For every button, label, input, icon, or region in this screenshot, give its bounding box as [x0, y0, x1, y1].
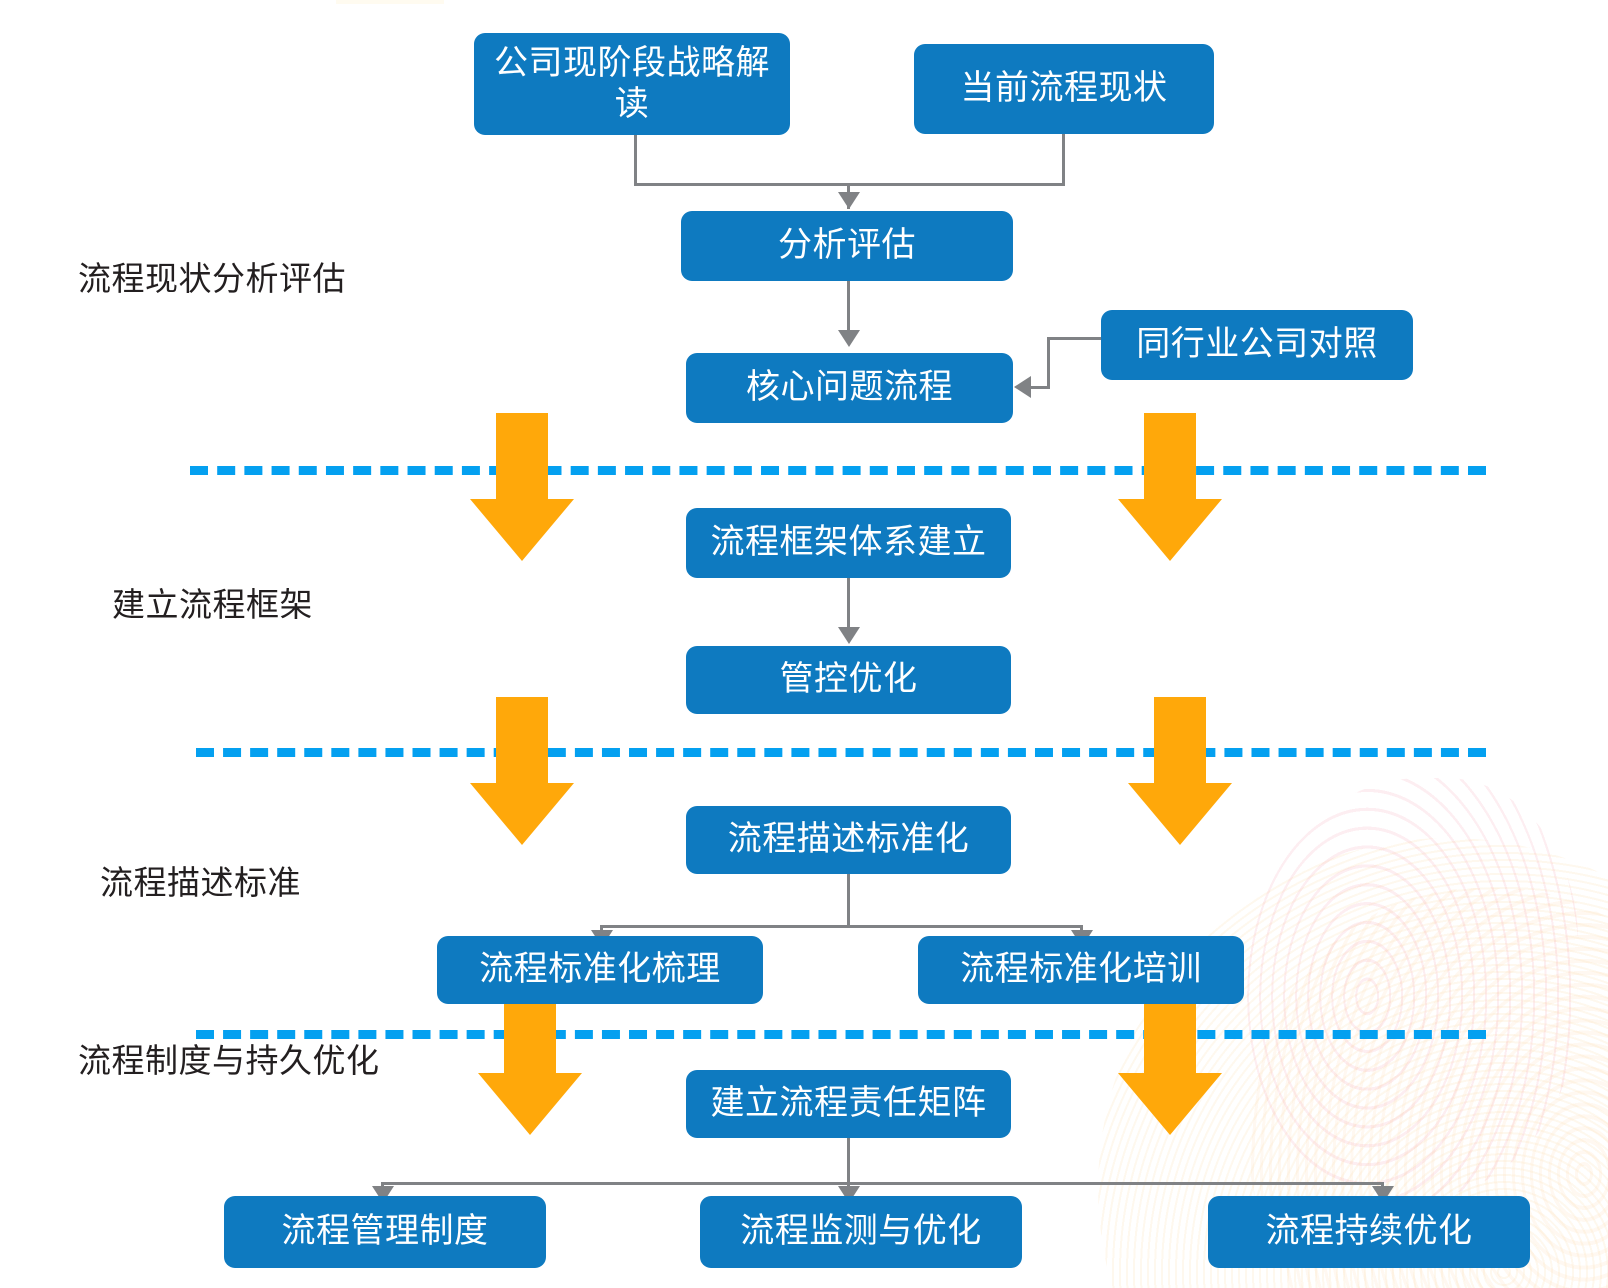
big-arrow-head — [470, 499, 574, 561]
big-arrow-left-1 — [470, 413, 574, 561]
big-arrow-left-2 — [470, 697, 574, 845]
big-arrow-head — [470, 783, 574, 845]
connector-framework-to-control — [847, 575, 850, 628]
big-arrow-shaft — [496, 413, 548, 501]
phase-label-current-state-analysis: 流程现状分析评估 — [78, 260, 346, 297]
decorative-top-strip — [336, 0, 444, 4]
connector-desc-standard-down — [847, 872, 850, 926]
big-arrow-shaft — [496, 697, 548, 785]
connector-strategy-down — [634, 133, 637, 185]
node-current-process[interactable]: 当前流程现状 — [914, 44, 1214, 134]
connector-peer-vertical — [1047, 337, 1050, 388]
section-divider-2 — [196, 748, 1486, 757]
big-arrow-right-3 — [1118, 987, 1222, 1135]
connector-desc-standard-split — [600, 925, 1083, 928]
phase-label-description-standard: 流程描述标准 — [100, 864, 301, 901]
arrowhead-to-analysis — [838, 192, 860, 209]
connector-analysis-to-core — [847, 279, 850, 331]
node-std-sorting[interactable]: 流程标准化梳理 — [437, 936, 763, 1004]
node-control-opt[interactable]: 管控优化 — [686, 646, 1011, 714]
connector-peer-bottom — [1030, 386, 1050, 389]
arrowhead-to-core-problem — [838, 330, 860, 347]
big-arrow-right-2 — [1128, 697, 1232, 845]
connector-current-process-down — [1062, 133, 1065, 185]
big-arrow-head — [1128, 783, 1232, 845]
arrowhead-to-control-opt — [838, 627, 860, 644]
big-arrow-head — [1118, 499, 1222, 561]
node-monitor-opt[interactable]: 流程监测与优化 — [700, 1196, 1022, 1268]
big-arrow-shaft — [1144, 413, 1196, 501]
node-std-training[interactable]: 流程标准化培训 — [918, 936, 1244, 1004]
big-arrow-head — [1118, 1073, 1222, 1135]
node-mgmt-system[interactable]: 流程管理制度 — [224, 1196, 546, 1268]
node-core-problem[interactable]: 核心问题流程 — [686, 353, 1013, 423]
phase-label-system-and-optimization: 流程制度与持久优化 — [78, 1042, 380, 1079]
big-arrow-head — [478, 1073, 582, 1135]
section-divider-1 — [190, 466, 1486, 475]
node-desc-standard[interactable]: 流程描述标准化 — [686, 806, 1011, 874]
arrowhead-to-core-problem-left — [1014, 376, 1031, 398]
section-divider-3 — [196, 1030, 1486, 1039]
connector-resp-matrix-split — [381, 1182, 1384, 1185]
node-framework[interactable]: 流程框架体系建立 — [686, 508, 1011, 578]
big-arrow-right-1 — [1118, 413, 1222, 561]
node-analysis[interactable]: 分析评估 — [681, 211, 1013, 281]
decorative-pink-watermark — [1238, 778, 1578, 1198]
phase-label-build-framework: 建立流程框架 — [112, 586, 313, 623]
big-arrow-left-3 — [478, 987, 582, 1135]
connector-peer-top — [1047, 337, 1103, 340]
node-resp-matrix[interactable]: 建立流程责任矩阵 — [686, 1070, 1011, 1138]
node-continuous-opt[interactable]: 流程持续优化 — [1208, 1196, 1530, 1268]
node-peer-benchmark[interactable]: 同行业公司对照 — [1101, 310, 1413, 380]
connector-resp-matrix-down — [847, 1134, 850, 1182]
big-arrow-shaft — [1154, 697, 1206, 785]
node-strategy[interactable]: 公司现阶段战略解读 — [474, 33, 790, 135]
